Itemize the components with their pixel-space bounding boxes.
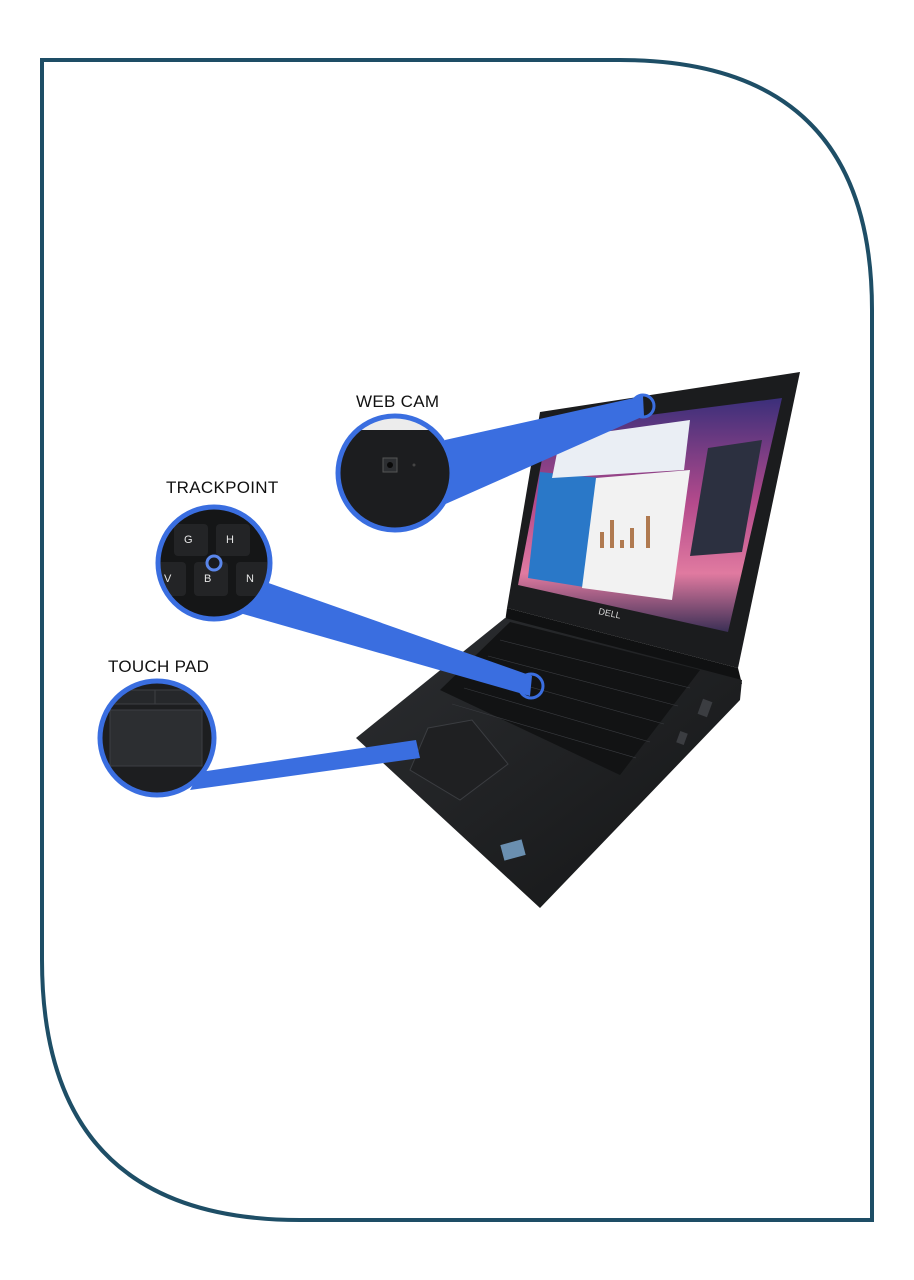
page-frame	[40, 58, 874, 1222]
touchpad-label: TOUCH PAD	[108, 657, 210, 676]
laptop-port	[676, 730, 688, 746]
key-v: V	[164, 573, 172, 585]
trackpoint-nub	[205, 554, 223, 572]
key-n: N	[246, 573, 254, 585]
trackpoint-label: TRACKPOINT	[166, 478, 279, 497]
screen-chart	[600, 516, 650, 548]
trackpoint-zoom: G H V B N	[155, 504, 273, 622]
touchpad-zoom	[97, 678, 217, 798]
laptop-touchpad	[409, 719, 509, 801]
screen-window-media	[690, 440, 762, 556]
key-g: G	[184, 534, 193, 546]
webcam-zoom	[335, 413, 455, 533]
touchpad-callout-beam	[190, 740, 420, 790]
trackpoint-callout-beam	[222, 580, 532, 696]
screen-window-excel	[582, 470, 690, 600]
webcam-label: WEB CAM	[356, 392, 440, 411]
key-h: H	[226, 534, 234, 546]
laptop-port	[697, 698, 713, 718]
laptop: DELL	[356, 372, 800, 908]
key-b: B	[204, 573, 211, 585]
trackpoint-target-ring	[517, 672, 545, 700]
screen-window-start	[528, 472, 600, 588]
webcam-callout-beam	[432, 396, 644, 510]
brand-logo: DELL	[598, 606, 622, 620]
webcam-target-ring	[630, 393, 656, 419]
laptop-sticker	[500, 839, 526, 861]
